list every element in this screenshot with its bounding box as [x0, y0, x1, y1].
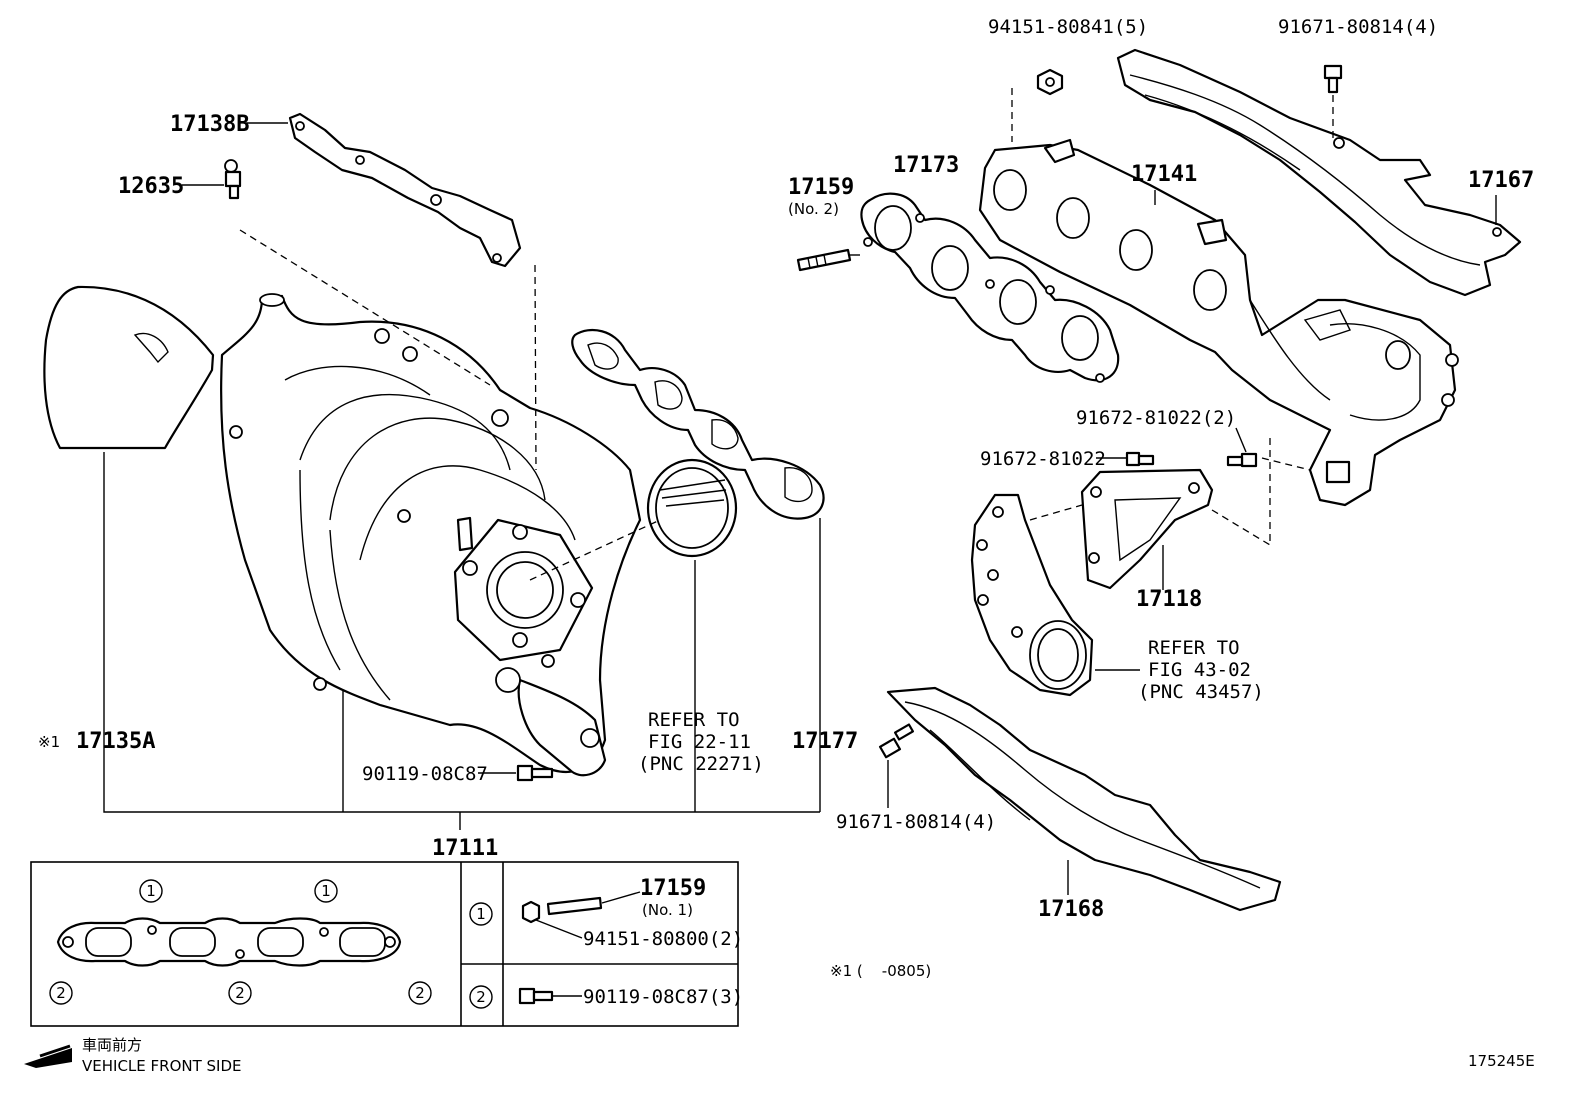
stay-bracket-17118 [1080, 468, 1214, 590]
bolt-90119-08c87 [516, 764, 554, 782]
note-mark: ※1 [38, 733, 60, 751]
left-dashed-leaders [239, 229, 661, 581]
right-top-dashed-leaders [1011, 88, 1334, 142]
bolt-91672-81022-left [1125, 451, 1155, 467]
legend-key-circle-1: 1 [469, 902, 493, 926]
heat-insulator-17168 [886, 686, 1282, 912]
svg-text:1: 1 [321, 882, 331, 900]
figure-id: 175245E [1468, 1052, 1535, 1070]
label-94151-80800: 94151-80800(2) [583, 928, 743, 950]
exhaust-flange-bracket [970, 493, 1094, 697]
label-no1: (No. 1) [642, 901, 693, 919]
stud-17159-no2 [796, 248, 852, 272]
label-17177: 17177 [792, 729, 858, 754]
breather-12635 [224, 159, 242, 200]
ref-fig22-line1: REFER TO [648, 709, 740, 731]
legend-key-circle-2: 2 [469, 985, 493, 1009]
label-12635: 12635 [118, 174, 184, 199]
vehicle-front-arrow-icon [24, 1044, 72, 1068]
ref-fig22-line2: FIG 22-11 [648, 731, 751, 753]
legend-circle-2c: 2 [408, 981, 432, 1005]
nut-94151-80841 [1036, 68, 1064, 96]
label-91671-80814-top: 91671-80814(4) [1278, 16, 1438, 38]
label-91672-81022: 91672-81022 [980, 448, 1106, 470]
svg-text:2: 2 [235, 984, 245, 1002]
bolt-91671-80814-top [1323, 64, 1343, 94]
manifold-cover-17135a [43, 285, 215, 450]
left-leader-lines [182, 122, 516, 774]
intake-manifold-body [220, 293, 642, 777]
label-17135a: 17135A [76, 729, 155, 754]
label-17111: 17111 [432, 836, 498, 861]
label-91671-80814-bottom: 91671-80814(4) [836, 811, 996, 833]
assembly-17111-bracket [103, 452, 821, 830]
heat-insulator-17167 [1116, 48, 1522, 297]
label-no2: (No. 2) [788, 200, 839, 218]
label-17138b: 17138B [170, 112, 249, 137]
orientation-jp: 車両前方 [82, 1036, 142, 1054]
legend-circle-1b: 1 [314, 879, 338, 903]
label-90119-08c87-3: 90119-08C87(3) [583, 986, 743, 1008]
exhaust-manifold-17141 [978, 138, 1459, 507]
right-mid-dashed-leaders [1029, 438, 1311, 546]
label-17118: 17118 [1136, 587, 1202, 612]
legend-circle-2a: 2 [49, 981, 73, 1005]
ref-fig43-line1: REFER TO [1148, 637, 1240, 659]
gasket-legend-box [30, 861, 739, 1027]
svg-text:1: 1 [476, 905, 486, 923]
ref-fig43-line3: (PNC 43457) [1138, 681, 1264, 703]
bracket-17138b [288, 112, 522, 268]
label-17167: 17167 [1468, 168, 1534, 193]
orientation-en: VEHICLE FRONT SIDE [82, 1057, 242, 1075]
svg-text:2: 2 [476, 988, 486, 1006]
label-17168: 17168 [1038, 897, 1104, 922]
svg-text:2: 2 [415, 984, 425, 1002]
ref-fig22-line3: (PNC 22271) [638, 753, 764, 775]
label-17173: 17173 [893, 153, 959, 178]
svg-text:1: 1 [146, 882, 156, 900]
intake-gasket-17177 [571, 328, 825, 520]
note-range: ※1 ( -0805) [830, 962, 931, 980]
label-91672-81022-2: 91672-81022(2) [1076, 407, 1236, 429]
right-leader-lines [848, 190, 1497, 895]
svg-text:2: 2 [56, 984, 66, 1002]
legend-circle-2b: 2 [228, 981, 252, 1005]
ref-fig43-line2: FIG 43-02 [1148, 659, 1251, 681]
label-90119-08c87: 90119-08C87 [362, 763, 488, 785]
label-17159-no1: 17159 [640, 876, 706, 901]
label-94151-80841: 94151-80841(5) [988, 16, 1148, 38]
bolt-91672-81022-right [1226, 452, 1258, 468]
throttle-screen-gasket [646, 458, 738, 558]
bolt-91671-80814-bottom [878, 723, 915, 759]
label-17159-no2: 17159 [788, 175, 854, 200]
label-17141: 17141 [1131, 162, 1197, 187]
exhaust-gasket-17173 [860, 192, 1120, 383]
legend-circle-1a: 1 [139, 879, 163, 903]
